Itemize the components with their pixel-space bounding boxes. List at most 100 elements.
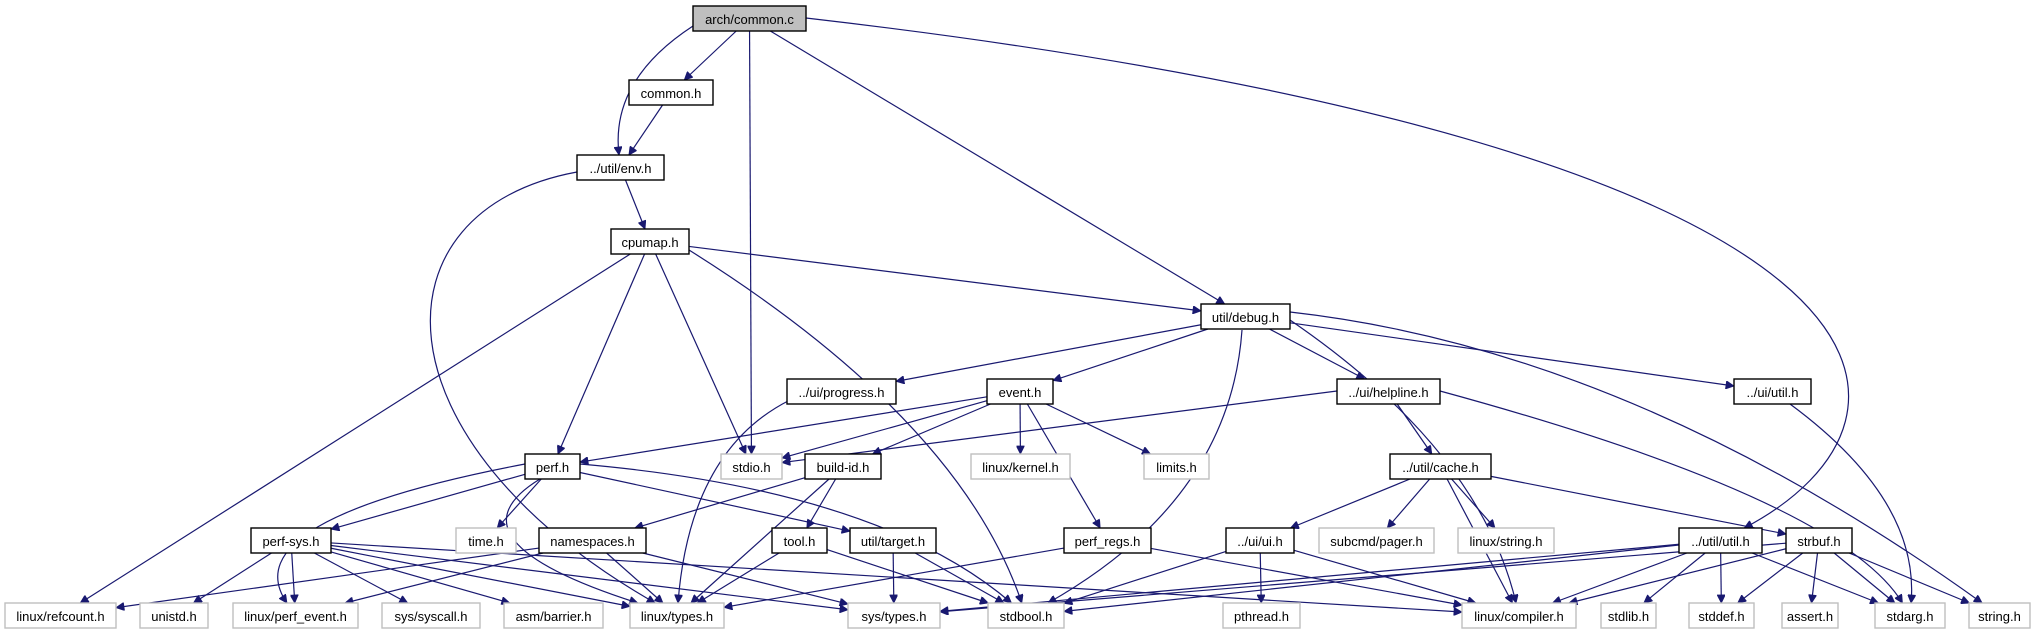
- node-label: stdio.h: [732, 460, 770, 475]
- node-ui-helpline-h[interactable]: ../ui/helpline.h: [1336, 378, 1441, 405]
- node-cpumap-h[interactable]: cpumap.h: [610, 228, 690, 255]
- edge-strbuf-h-to-string-h: [1848, 552, 1969, 603]
- node-box[interactable]: [849, 527, 937, 554]
- edge-util-debug-h-to-event-h: [1053, 328, 1209, 381]
- edge-cpumap-h-to-linux-refcount-h: [80, 253, 631, 604]
- node-box: [232, 602, 359, 629]
- edge-perf-sys-h-to-sys-syscall-h: [314, 552, 407, 604]
- node-perf-h[interactable]: perf.h: [524, 453, 581, 480]
- node-box[interactable]: [610, 228, 690, 255]
- node-box: [847, 602, 941, 629]
- node-util-target-h[interactable]: util/target.h: [849, 527, 937, 554]
- edge-ui-helpline-h-to-util-cache-h: [1396, 403, 1432, 454]
- node-label: cpumap.h: [621, 235, 678, 250]
- node-util-cache-h[interactable]: ../util/cache.h: [1389, 453, 1492, 480]
- node-label: linux/perf_event.h: [244, 609, 347, 624]
- node-ui-util-h[interactable]: ../ui/util.h: [1733, 378, 1812, 405]
- node-event-h[interactable]: event.h: [986, 378, 1054, 405]
- node-build-id-h[interactable]: build-id.h: [804, 453, 882, 480]
- edge-arch-common-c-to-common-h: [684, 30, 737, 80]
- node-ui-progress-h[interactable]: ../ui/progress.h: [786, 378, 897, 405]
- edge-namespaces-h-to-sys-types-h: [642, 552, 848, 604]
- node-box[interactable]: [1200, 303, 1291, 330]
- node-perf-regs-h[interactable]: perf_regs.h: [1063, 527, 1152, 554]
- node-box[interactable]: [1336, 378, 1441, 405]
- node-box[interactable]: [1785, 527, 1853, 554]
- node-perf-sys-h[interactable]: perf-sys.h: [250, 527, 332, 554]
- node-box: [1222, 602, 1301, 629]
- edge-util-target-h-to-stdbool-h: [914, 552, 1004, 604]
- node-label: linux/compiler.h: [1474, 609, 1564, 624]
- node-label: ../ui/progress.h: [799, 385, 885, 400]
- edge-tool-h-to-linux-types-h: [697, 552, 780, 604]
- node-label: util/debug.h: [1212, 310, 1279, 325]
- node-box[interactable]: [1678, 527, 1763, 554]
- node-util-debug-h[interactable]: util/debug.h: [1200, 303, 1291, 330]
- node-box[interactable]: [250, 527, 332, 554]
- node-sys-types-h: sys/types.h: [847, 602, 941, 629]
- node-box[interactable]: [804, 453, 882, 480]
- edge-event-h-to-build-id-h: [873, 403, 991, 454]
- node-box[interactable]: [524, 453, 581, 480]
- node-tool-h[interactable]: tool.h: [771, 527, 828, 554]
- node-box[interactable]: [576, 154, 665, 181]
- node-stdio-h: stdio.h: [720, 453, 783, 480]
- node-strbuf-h[interactable]: strbuf.h: [1785, 527, 1853, 554]
- edge-ui-helpline-h-to-stdio-h: [782, 390, 1338, 463]
- node-label: linux/refcount.h: [16, 609, 104, 624]
- node-common-h[interactable]: common.h: [628, 79, 714, 106]
- edge-strbuf-h-to-linux-compiler-h: [1569, 548, 1787, 603]
- node-label: ../util/util.h: [1691, 534, 1750, 549]
- node-stddef-h: stddef.h: [1688, 602, 1755, 629]
- edge-namespaces-h-to-linux-refcount-h: [116, 547, 540, 608]
- node-box[interactable]: [692, 5, 807, 32]
- node-label: stdbool.h: [1000, 609, 1053, 624]
- edge-build-id-h-to-linux-types-h: [691, 478, 830, 603]
- edge-ui-ui-h-to-stdbool-h: [1064, 550, 1227, 603]
- node-label: tool.h: [784, 534, 816, 549]
- node-limits-h: limits.h: [1143, 453, 1210, 480]
- node-box[interactable]: [986, 378, 1054, 405]
- edge-perf-h-to-perf-sys-h: [331, 473, 526, 529]
- node-label: sys/syscall.h: [395, 609, 468, 624]
- edge-strbuf-h-to-assert-h: [1812, 552, 1819, 603]
- node-label: ../ui/util.h: [1746, 385, 1798, 400]
- node-box[interactable]: [786, 378, 897, 405]
- edge-ui-ui-h-to-pthread-h: [1260, 552, 1261, 603]
- node-box[interactable]: [1225, 527, 1295, 554]
- node-util-util-h[interactable]: ../util/util.h: [1678, 527, 1763, 554]
- edge-util-util-h-to-linux-compiler-h: [1553, 552, 1688, 603]
- node-box[interactable]: [538, 527, 647, 554]
- node-util-env-h[interactable]: ../util/env.h: [576, 154, 665, 181]
- node-box[interactable]: [1389, 453, 1492, 480]
- node-pthread-h: pthread.h: [1222, 602, 1301, 629]
- node-box: [1781, 602, 1839, 629]
- node-box: [1461, 602, 1577, 629]
- node-label: limits.h: [1156, 460, 1196, 475]
- node-label: time.h: [468, 534, 503, 549]
- node-box[interactable]: [1733, 378, 1812, 405]
- edge-util-util-h-to-stdarg-h: [1751, 552, 1878, 603]
- node-ui-ui-h[interactable]: ../ui/ui.h: [1225, 527, 1295, 554]
- edge-event-h-to-limits-h: [1045, 403, 1150, 454]
- edge-cpumap-h-to-stdio-h: [655, 253, 746, 454]
- node-box: [1318, 527, 1435, 554]
- node-box: [970, 453, 1071, 480]
- node-namespaces-h[interactable]: namespaces.h: [538, 527, 647, 554]
- node-time-h: time.h: [455, 527, 517, 554]
- node-box[interactable]: [1063, 527, 1152, 554]
- node-label: ../util/env.h: [590, 161, 652, 176]
- edge-util-util-h-to-stdlib-h: [1644, 552, 1706, 603]
- edge-cpumap-h-to-perf-h: [558, 253, 646, 454]
- node-box[interactable]: [771, 527, 828, 554]
- node-label: stddef.h: [1698, 609, 1744, 624]
- node-arch-common-c[interactable]: arch/common.c: [692, 5, 807, 32]
- node-box[interactable]: [628, 79, 714, 106]
- node-box: [1688, 602, 1755, 629]
- edge-namespaces-h-to-linux-types-h: [606, 552, 663, 603]
- node-linux-string-h: linux/string.h: [1457, 527, 1555, 554]
- edge-util-debug-h-to-string-h: [1289, 311, 1982, 603]
- edge-build-id-h-to-tool-h: [806, 478, 837, 528]
- node-box: [503, 602, 604, 629]
